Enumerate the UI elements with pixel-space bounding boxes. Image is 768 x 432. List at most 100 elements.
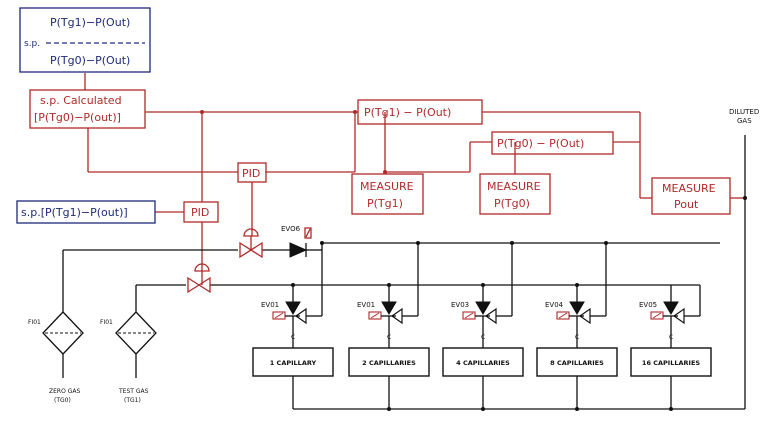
junction-dot — [383, 170, 387, 174]
pid-box — [183, 201, 219, 223]
valve-label: EV01 — [357, 301, 375, 309]
valve-triangle-icon — [285, 301, 301, 315]
sp-calculated-box — [29, 89, 146, 129]
measure-box — [351, 173, 424, 215]
valve-port-label: C — [481, 334, 485, 341]
pid-controller-2: PID — [237, 162, 267, 183]
junction-dot — [743, 196, 747, 200]
capillary-label: 2 CAPILLARIES — [362, 359, 416, 367]
formula-denominator: P(Tg0)−P(Out) — [50, 54, 130, 67]
diff-label: P(Tg1) − P(Out) — [364, 106, 451, 119]
valve-triangle-icon — [475, 301, 491, 315]
junction-dot — [320, 241, 324, 245]
evo6-coil-mark — [305, 228, 311, 238]
junction-dot — [481, 283, 485, 287]
filter-tag: FI01 — [100, 319, 113, 326]
valve-body-icon — [187, 276, 211, 294]
valve-actuator-icon — [194, 263, 210, 272]
valve-label: EV05 — [639, 301, 657, 309]
valve-triangle-icon — [663, 301, 679, 315]
valve-coil-mark — [558, 312, 568, 319]
evo6-triangle-icon — [289, 242, 308, 258]
measure-line2: P(Tg0) — [494, 197, 530, 210]
diff-box — [357, 99, 483, 125]
control-valve-test-gas — [187, 263, 211, 294]
valve-port-label: C — [669, 334, 673, 341]
diff-pressure-tg0: P(Tg0) − P(Out) — [491, 131, 614, 155]
capillary-box — [442, 347, 524, 377]
sp-calculated: s.p. Calculated [P(Tg0)−P(out)] — [29, 89, 146, 129]
valve-triangle-icon — [381, 301, 397, 315]
filter-label-line2: (TG1) — [124, 397, 141, 404]
valve-port-icon — [672, 307, 685, 325]
valve-label: EV03 — [451, 301, 469, 309]
filter-label-line1: TEST GAS — [118, 388, 149, 395]
measure-box — [651, 177, 731, 215]
valve-triangle-icon — [569, 301, 585, 315]
diff-label: P(Tg0) − P(Out) — [497, 137, 584, 150]
measure-line1: MEASURE — [360, 180, 414, 193]
capillary-label: 4 CAPILLARIES — [456, 359, 510, 367]
measure-line2: P(Tg1) — [367, 197, 403, 210]
setpoint-formula: P(Tg1)−P(Out) s.p. P(Tg0)−P(Out) — [19, 7, 151, 73]
junction-dot — [575, 283, 579, 287]
measure-box — [479, 173, 551, 215]
measure-ptg0: MEASURE P(Tg0) — [479, 173, 551, 215]
measure-pout: MEASURE Pout — [651, 177, 731, 215]
measure-line2: Pout — [674, 198, 699, 211]
junction-dot — [669, 407, 673, 411]
junction-dots — [200, 110, 747, 411]
valve-port-label: C — [291, 334, 295, 341]
measure-ptg1: MEASURE P(Tg1) — [351, 173, 424, 215]
evo6-label: EVO6 — [281, 225, 301, 233]
control-valve-zero-gas — [239, 228, 263, 259]
valve-port-label: C — [387, 334, 391, 341]
diff-box — [491, 131, 614, 155]
sp-setpoint-text: s.p.[P(Tg1)−P(out)] — [21, 206, 128, 219]
diluted-gas-line1: DILUTED — [729, 108, 759, 116]
valve-port-icon — [578, 307, 591, 325]
junction-dot — [575, 407, 579, 411]
valve-port-icon — [390, 307, 403, 325]
junction-dot — [291, 283, 295, 287]
sp-setpoint-box — [16, 200, 156, 224]
valve-label: EV04 — [545, 301, 564, 309]
valve-coil-mark — [652, 312, 662, 319]
diff-pressure-tg1: P(Tg1) − P(Out) — [357, 99, 483, 125]
capillary-label: 8 CAPILLARIES — [550, 359, 604, 367]
valve-body-icon — [239, 241, 263, 259]
valve-coil-mark — [464, 312, 474, 319]
junction-dot — [387, 283, 391, 287]
valve-coil-mark — [370, 312, 380, 319]
formula-numerator: P(Tg1)−P(Out) — [50, 16, 130, 29]
capillary-label: 1 CAPILLARY — [270, 359, 317, 367]
junction-dot — [387, 407, 391, 411]
valve-port-icon — [294, 307, 307, 325]
filter-label-line2: (TG0) — [54, 397, 71, 404]
capillary-box — [536, 347, 618, 377]
valve-actuator-icon — [243, 228, 259, 237]
pid-label: PID — [242, 167, 260, 180]
pid-controller-1: PID — [183, 201, 219, 223]
sp-calculated-line1: s.p. Calculated — [40, 94, 122, 107]
solenoid-valve-evo6: EVO6 — [281, 225, 322, 258]
junction-dot — [604, 241, 608, 245]
valve-port-label: C — [575, 334, 579, 341]
pid-label: PID — [191, 206, 209, 219]
measure-line1: MEASURE — [487, 180, 541, 193]
formula-box — [19, 7, 151, 73]
formula-prefix: s.p. — [24, 39, 40, 49]
capillary-label: 16 CAPILLARIES — [642, 359, 700, 367]
sp-calculated-line2: [P(Tg0)−P(out)] — [34, 111, 121, 124]
filter-zero-gas: FI01 ZERO GAS (TG0) — [28, 311, 84, 404]
junction-dot — [416, 241, 420, 245]
valve-coil-mark — [274, 312, 284, 319]
capillary-box — [348, 347, 430, 377]
valve-port-icon — [484, 307, 497, 325]
pid-box — [237, 162, 267, 183]
